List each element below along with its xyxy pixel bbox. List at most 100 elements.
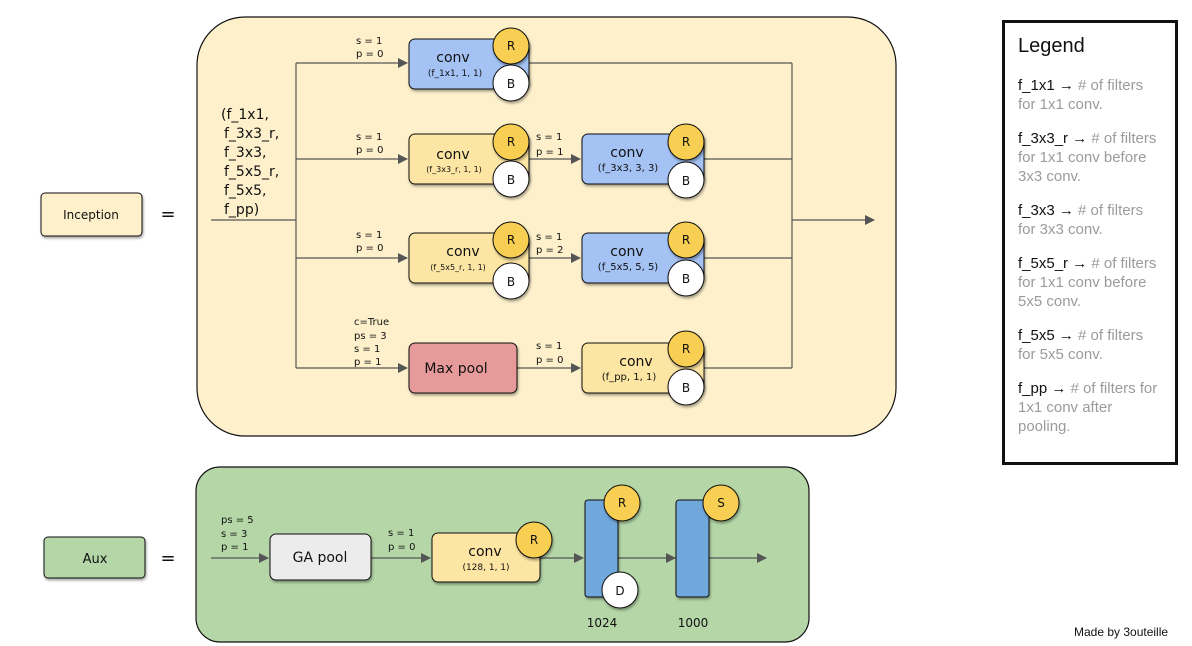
batchnorm-badge [667,368,705,406]
relu-badge [515,521,553,559]
legend-item: f_pp → # of filters for 1x1 conv after p… [1018,379,1163,436]
legend-item: f_3x3 → # of filters for 3x3 conv. [1018,201,1163,239]
credit-text: Made by 3outeille [1074,625,1169,639]
conv-label: conv [610,145,643,161]
stride-label: s = 1 [536,232,562,243]
legend-key: f_1x1 → [1018,77,1074,94]
batchnorm-badge-label: B [507,275,515,289]
conv-args: (128, 1, 1) [462,563,509,573]
legend-description: # of filters for 1x1 conv before 5x5 con… [1018,255,1157,310]
stride-label: s = 1 [536,132,562,143]
relu-badge-label: R [530,533,538,547]
conv-label: conv [610,244,643,260]
gapool-label: GA pool [293,550,348,566]
batchnorm-badge [492,262,530,300]
legend-key: f_3x3_r → [1018,130,1088,147]
pool-ceil-label: c=True [354,317,389,328]
conv-args: (f_5x5, 5, 5) [598,262,659,273]
batchnorm-badge [492,160,530,198]
inception-label: Inception [63,208,119,222]
conv-args: (f_5x5_r, 1, 1) [430,263,486,272]
relu-badge-label: R [682,233,690,247]
inception-param: f_3x3_r, [224,126,279,142]
relu-badge-label: R [618,496,626,510]
legend-key: f_3x3 → [1018,202,1074,219]
stride-label: s = 1 [356,36,382,47]
fc-1000-size: 1000 [678,616,709,630]
legend-description: # of filters for 3x3 conv. [1018,202,1144,238]
legend-key: f_5x5_r → [1018,255,1088,272]
stride-label: s = 1 [354,344,380,355]
inception-param: f_5x5, [224,183,266,199]
relu-badge [492,27,530,65]
relu-badge-label: R [507,233,515,247]
aux-block [43,536,146,579]
stride-label: s = 1 [356,132,382,143]
legend-description: # of filters for 1x1 conv. [1018,77,1144,113]
conv-label: conv [436,50,469,66]
legend-description: # of filters for 5x5 conv. [1018,327,1144,363]
batchnorm-badge [492,64,530,102]
inception-param: f_3x3, [224,145,266,161]
inception-container [196,16,897,437]
stride-label: s = 1 [536,341,562,352]
batchnorm-badge [667,161,705,199]
padding-label: p = 1 [354,357,381,368]
relu-badge [667,221,705,259]
conv-label: conv [468,544,501,560]
legend-item: f_5x5_r → # of filters for 1x1 conv befo… [1018,254,1163,311]
padding-label: p = 0 [356,49,383,60]
legend-title: Legend [1018,35,1085,57]
stride-label: s = 3 [221,529,247,540]
relu-badge [667,330,705,368]
fc-1024-size: 1024 [587,616,618,630]
conv-args: (f_3x3, 3, 3) [598,163,659,174]
conv-args: (f_1x1, 1, 1) [428,69,482,79]
stride-label: s = 1 [356,230,382,241]
legend-key: f_5x5 → [1018,327,1074,344]
legend-item: f_5x5 → # of filters for 5x5 conv. [1018,326,1163,364]
padding-label: p = 1 [536,147,563,158]
dropout-badge [601,571,639,609]
legend-item: f_3x3_r → # of filters for 1x1 conv befo… [1018,129,1163,186]
stride-label: s = 1 [388,528,414,539]
legend-item: f_1x1 → # of filters for 1x1 conv. [1018,76,1163,114]
legend-key: f_pp → [1018,380,1067,397]
padding-label: p = 1 [221,542,248,553]
softmax-badge [702,484,740,522]
batchnorm-badge-label: B [507,173,515,187]
softmax-badge-label: S [717,496,725,510]
maxpool-label: Max pool [424,361,487,377]
fc-1000-block [675,499,710,598]
conv-label: conv [446,244,479,260]
batchnorm-badge-label: B [682,272,690,286]
conv-args: (f_pp, 1, 1) [602,372,657,383]
relu-badge [492,123,530,161]
relu-badge [667,123,705,161]
pool-size-label: ps = 5 [221,515,254,526]
aux-label: Aux [83,552,108,567]
dropout-badge-label: D [615,584,624,598]
relu-badge-label: R [507,135,515,149]
maxpool-block [408,342,518,394]
inception-param: f_pp) [224,202,259,218]
conv-args: (f_3x3_r, 1, 1) [426,165,482,174]
inception-equals: = [160,204,175,225]
inception-connections [211,58,875,373]
batchnorm-badge-label: B [682,174,690,188]
relu-badge-label: R [682,135,690,149]
inception-param: f_5x5_r, [224,164,279,180]
padding-label: p = 0 [536,355,563,366]
inception-param: (f_1x1, [221,107,269,123]
relu-badge-label: R [507,39,515,53]
padding-label: p = 0 [356,145,383,156]
aux-equals: = [160,548,175,569]
relu-badge [603,484,641,522]
padding-label: p = 0 [388,542,415,553]
relu-badge-label: R [682,342,690,356]
legend-box: Legend f_1x1 → # of filters for 1x1 conv… [1002,20,1178,465]
conv-label: conv [436,147,469,163]
inception-block [40,192,143,237]
padding-label: p = 0 [356,243,383,254]
